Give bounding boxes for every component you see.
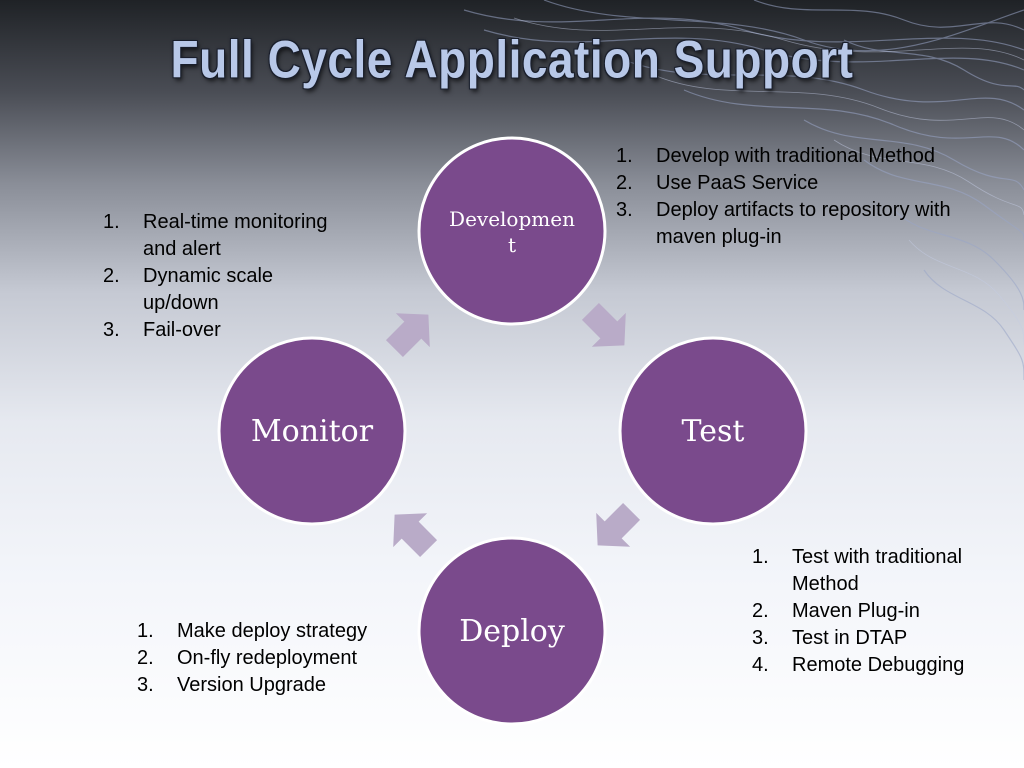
list-number: 1.: [616, 145, 633, 167]
arrow-monitor-to-development: [385, 313, 430, 358]
node-deploy-label: Deploy: [459, 613, 565, 649]
monitor-steps-list: 1. Real-time monitoring and alert 2. Dynam…: [103, 209, 363, 344]
deploy-steps-list: 1. Make deploy strategy 2. On-fly redeploy…: [137, 618, 412, 699]
list-number: 2.: [103, 265, 120, 287]
list-item-text: Dynamic scale up/down: [143, 265, 274, 314]
list-item: 3. Deploy artifacts to repository with ma…: [616, 197, 961, 251]
list-item-text: Real-time monitoring and alert: [143, 211, 328, 260]
list-number: 4.: [752, 654, 769, 676]
node-monitor: [217, 336, 407, 526]
node-deploy: [417, 536, 607, 726]
list-item: 4. Remote Debugging: [752, 652, 1014, 679]
list-item: 1. Develop with traditional Method: [616, 143, 961, 170]
node-development: [417, 136, 607, 326]
list-number: 2.: [616, 172, 633, 194]
arrow-development-to-test: [581, 302, 626, 347]
cycle-arrows: [385, 302, 641, 558]
node-development-label: Development: [449, 207, 575, 257]
list-number: 3.: [137, 674, 154, 696]
list-item: 2. Maven Plug-in: [752, 598, 1014, 625]
list-number: 1.: [103, 211, 120, 233]
list-item: 3. Test in DTAP: [752, 625, 1014, 652]
list-item-text: Test in DTAP: [792, 627, 908, 649]
list-number: 3.: [616, 199, 633, 221]
list-item: 3. Fail-over: [103, 317, 363, 344]
list-item-text: Fail-over: [143, 319, 221, 341]
test-steps-list: 1. Test with traditional Method 2. Maven P…: [752, 544, 1014, 679]
list-item-text: On-fly redeployment: [177, 647, 358, 669]
list-item-text: Make deploy strategy: [177, 620, 368, 642]
list-number: 3.: [103, 319, 120, 341]
node-test: [618, 336, 808, 526]
list-item-text: Maven Plug-in: [792, 600, 920, 622]
node-monitor-label: Monitor: [250, 413, 374, 449]
list-item-text: Use PaaS Service: [656, 172, 819, 194]
list-item: 2. Dynamic scale up/down: [103, 263, 363, 317]
list-number: 3.: [752, 627, 769, 649]
list-item-text: Develop with traditional Method: [656, 145, 936, 167]
list-item: 3. Version Upgrade: [137, 672, 412, 699]
arrow-deploy-to-monitor: [393, 513, 438, 558]
list-item: 2. On-fly redeployment: [137, 645, 412, 672]
slide-title: Full Cycle Application Support: [170, 29, 854, 89]
list-item-text: Version Upgrade: [177, 674, 326, 696]
node-test-label: Test: [681, 413, 745, 449]
list-item: 2. Use PaaS Service: [616, 170, 961, 197]
list-item-text: Test with traditional Method: [792, 546, 963, 595]
list-item: 1. Make deploy strategy: [137, 618, 412, 645]
list-item-text: Remote Debugging: [792, 654, 965, 676]
list-item-text: Deploy artifacts to repository with mave…: [656, 199, 951, 248]
background-swirl-decoration: [463, 0, 1024, 381]
list-item: 1. Test with traditional Method: [752, 544, 1014, 598]
list-number: 1.: [137, 620, 154, 642]
list-number: 2.: [137, 647, 154, 669]
list-number: 1.: [752, 546, 769, 568]
arrow-test-to-deploy: [596, 502, 641, 547]
list-item: 1. Real-time monitoring and alert: [103, 209, 363, 263]
list-number: 2.: [752, 600, 769, 622]
development-steps-list: 1. Develop with traditional Method 2. Use …: [616, 143, 961, 251]
